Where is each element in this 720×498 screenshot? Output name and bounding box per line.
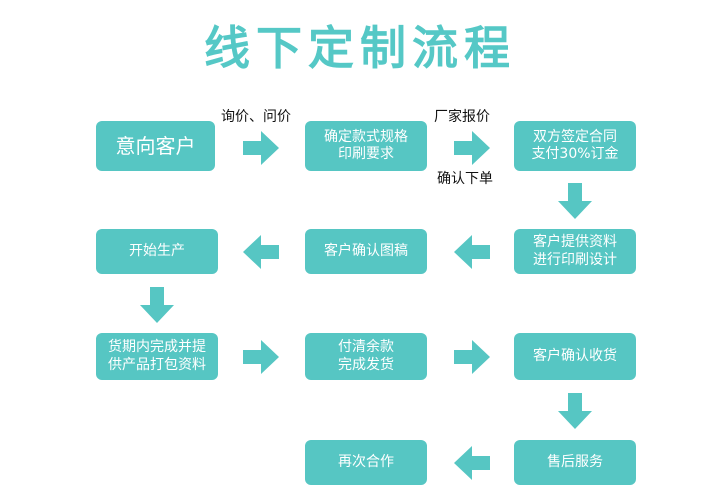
arrow-right-icon bbox=[243, 131, 279, 165]
step-payment-line2: 完成发货 bbox=[338, 356, 394, 373]
step-repeat-order: 再次合作 bbox=[305, 440, 427, 485]
step-start-production: 开始生产 bbox=[96, 229, 218, 274]
step-confirm-style-line2: 印刷要求 bbox=[338, 146, 394, 162]
step-payment-line1: 付清余款 bbox=[338, 339, 394, 355]
step-start-production-label: 开始生产 bbox=[129, 242, 185, 259]
arrow-right-icon bbox=[454, 131, 490, 165]
arrow-left-icon bbox=[454, 235, 490, 269]
step-contract-line2: 支付30%订金 bbox=[531, 146, 619, 162]
arrow-down-icon bbox=[140, 287, 174, 323]
arrow-left-icon bbox=[454, 446, 490, 480]
arrow-down-icon bbox=[558, 183, 592, 219]
step-customer-label: 意向客户 bbox=[115, 133, 196, 158]
arrow-left-icon bbox=[243, 235, 279, 269]
step-confirm-draft: 客户确认图稿 bbox=[305, 229, 427, 274]
step-customer: 意向客户 bbox=[96, 121, 215, 171]
step-after-sales: 售后服务 bbox=[514, 440, 636, 485]
arrow-right-icon bbox=[243, 340, 279, 374]
step-confirm-draft-label: 客户确认图稿 bbox=[324, 242, 408, 259]
step-contract-line1: 双方签定合同 bbox=[533, 128, 617, 145]
step-receipt: 客户确认收货 bbox=[514, 333, 636, 380]
step-materials-line1: 客户提供资料 bbox=[533, 234, 617, 250]
step-payment: 付清余款 完成发货 bbox=[305, 333, 427, 380]
step-delivery-line2: 供产品打包资料 bbox=[108, 356, 206, 373]
label-factory-quote: 厂家报价 bbox=[434, 109, 490, 125]
step-delivery-line1: 货期内完成并提 bbox=[108, 339, 206, 355]
step-receipt-label: 客户确认收货 bbox=[533, 347, 617, 364]
arrow-down-icon bbox=[558, 393, 592, 429]
step-confirm-style: 确定款式规格 印刷要求 bbox=[305, 121, 427, 171]
arrow-right-icon bbox=[454, 340, 490, 374]
step-confirm-style-line1: 确定款式规格 bbox=[324, 128, 408, 145]
step-after-sales-label: 售后服务 bbox=[547, 453, 603, 470]
label-inquiry: 询价、问价 bbox=[221, 109, 291, 125]
page-title: 线下定制流程 bbox=[204, 21, 516, 75]
step-materials-line2: 进行印刷设计 bbox=[533, 251, 617, 268]
step-contract: 双方签定合同 支付30%订金 bbox=[514, 121, 636, 171]
step-delivery: 货期内完成并提 供产品打包资料 bbox=[96, 333, 218, 380]
step-repeat-order-label: 再次合作 bbox=[338, 453, 394, 470]
label-confirm-order: 确认下单 bbox=[437, 171, 493, 187]
step-materials: 客户提供资料 进行印刷设计 bbox=[514, 229, 636, 274]
